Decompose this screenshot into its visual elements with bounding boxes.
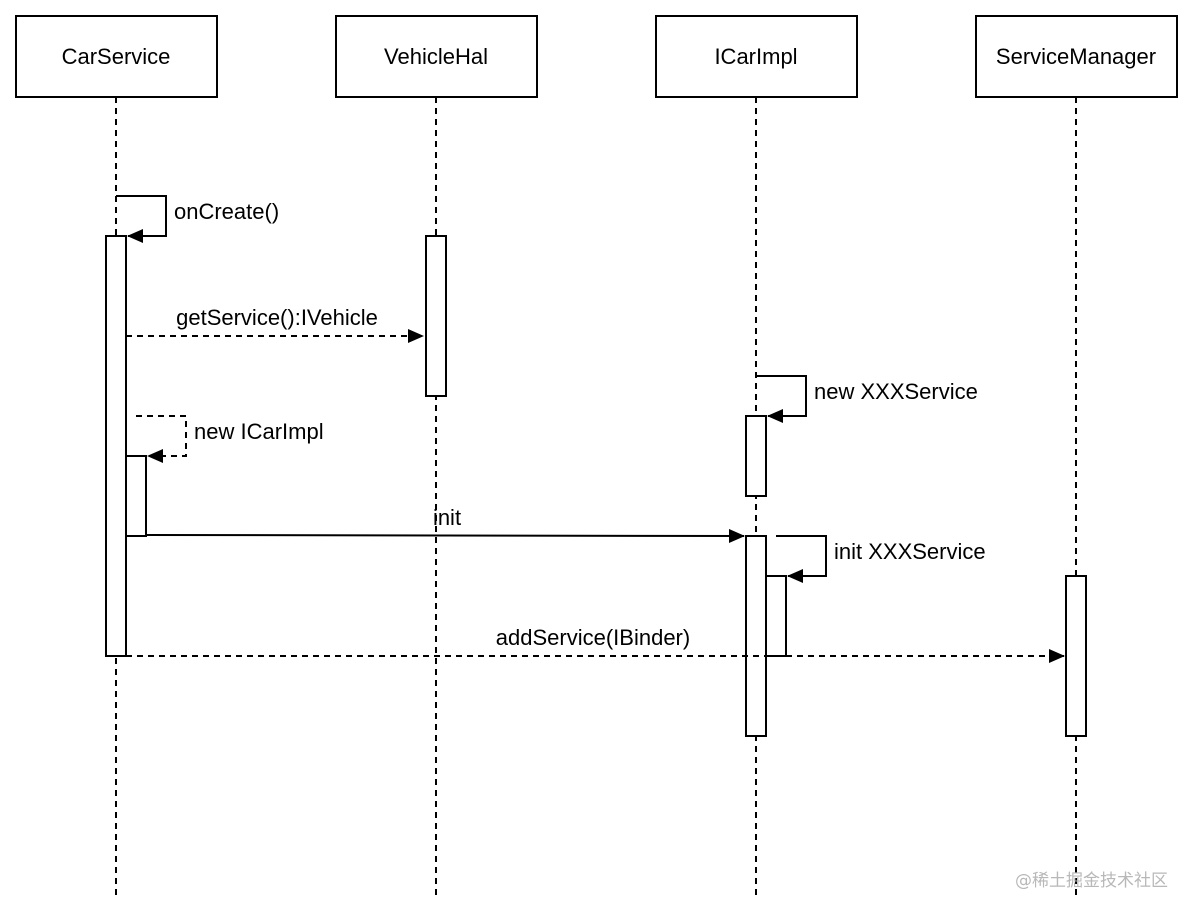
participant-icarimpl: ICarImpl [655, 15, 858, 98]
message-oncreate: onCreate() [116, 195, 279, 243]
message-newxxxservice: new XXXService [756, 375, 978, 423]
participant-icarimpl-label: ICarImpl [714, 44, 797, 69]
participant-servicemanager-label: ServiceManager [996, 44, 1156, 69]
activation-vehiclehal [425, 235, 447, 397]
watermark: @稀土掘金技术社区 [1015, 871, 1168, 891]
message-addservice: addService(IBinder) [126, 625, 1065, 663]
activation-icarimpl-new [745, 415, 767, 497]
participant-carservice: CarService [15, 15, 218, 98]
message-initxxxservice-label: init XXXService [834, 539, 986, 564]
activation-icarimpl-nested [765, 575, 787, 657]
activation-servicemanager [1065, 575, 1087, 737]
message-oncreate-label: onCreate() [174, 199, 279, 224]
message-init-label: init [433, 505, 461, 530]
activation-icarimpl-init [745, 535, 767, 737]
message-initxxxservice: init XXXService [776, 535, 986, 583]
message-newicarimpl: new ICarImpl [136, 415, 324, 463]
message-getservice: getService():IVehicle [126, 305, 424, 343]
message-addservice-label: addService(IBinder) [496, 625, 690, 650]
participant-vehiclehal: VehicleHal [335, 15, 538, 98]
activation-carservice-main [105, 235, 127, 657]
participant-carservice-label: CarService [62, 44, 171, 69]
activation-carservice-nested [125, 455, 147, 537]
participant-vehiclehal-label: VehicleHal [384, 44, 488, 69]
message-init: init [145, 505, 745, 543]
message-newicarimpl-label: new ICarImpl [194, 419, 324, 444]
participant-servicemanager: ServiceManager [975, 15, 1178, 98]
message-newxxxservice-label: new XXXService [814, 379, 978, 404]
message-getservice-label: getService():IVehicle [176, 305, 378, 330]
